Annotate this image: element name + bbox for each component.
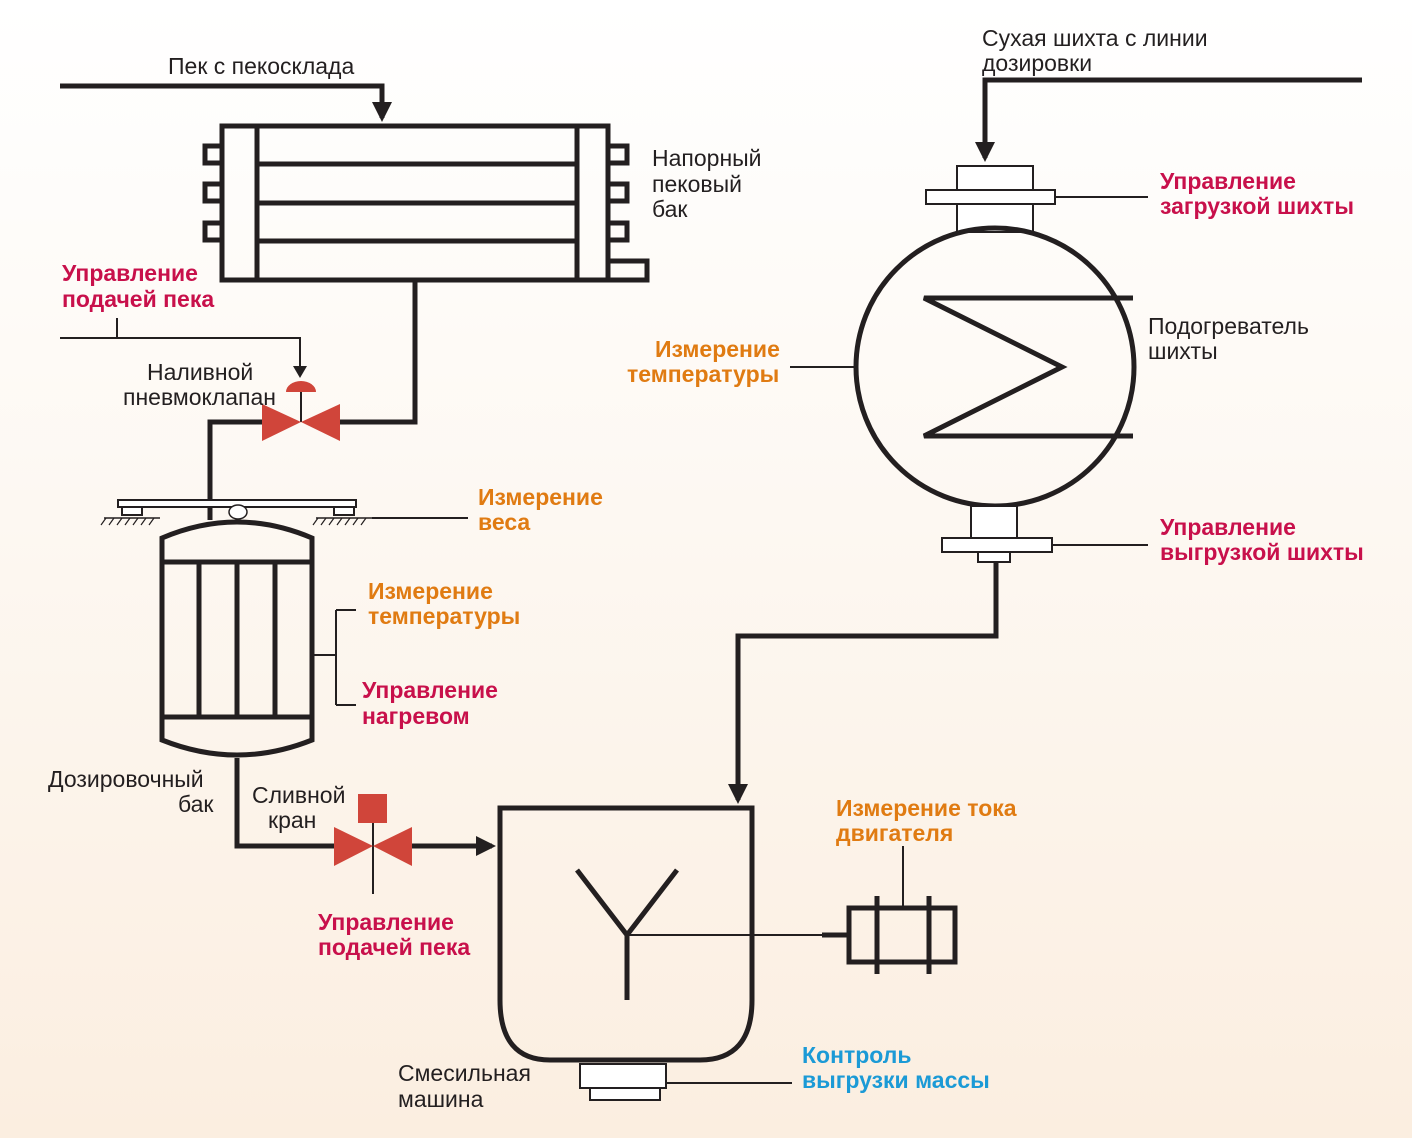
heater-temp-measure-1: Измерение [655, 336, 780, 362]
heater-label-1: Подогреватель [1148, 313, 1309, 339]
drain-valve-icon [334, 794, 412, 894]
arrow-icon [293, 366, 307, 378]
charge-heater [853, 165, 1137, 563]
pressure-pitch-tank [202, 123, 650, 283]
pressure-tank-label-2: пековый [652, 171, 742, 197]
pitch-feed-control-top-2: подачей пека [62, 286, 214, 312]
heater-to-mixer-pipe [728, 562, 999, 804]
dry-charge-label-2: дозировки [982, 50, 1092, 76]
drain-valve-label-1: Сливной [252, 782, 345, 808]
weight-measure-2: веса [478, 509, 530, 535]
charge-unload-control-1: Управление [1160, 514, 1296, 540]
mixing-machine [497, 805, 822, 1101]
heating-control-1: Управление [362, 677, 498, 703]
pressure-tank-label-1: Напорный [652, 145, 762, 171]
heater-temp-measure-2: температуры [627, 361, 779, 387]
pneumatic-valve-icon [262, 381, 340, 441]
charge-load-control-1: Управление [1160, 168, 1296, 194]
pitch-feed-control-top-1: Управление [62, 260, 198, 286]
dry-charge-label-1: Сухая шихта с линии [982, 25, 1208, 51]
dosing-tank-label-2: бак [178, 791, 214, 817]
pressure-tank-label-3: бак [652, 196, 688, 222]
tank-temp-measure-2: температуры [368, 603, 520, 629]
weight-measure-1: Измерение [478, 484, 603, 510]
drain-valve-label-2: кран [268, 807, 316, 833]
tank-to-valve-pipe [340, 280, 418, 425]
pitch-feed-control-bottom-1: Управление [318, 909, 454, 935]
motor-icon [822, 896, 958, 974]
dry-charge-line [975, 77, 1362, 162]
unload-control-1: Контроль [802, 1042, 912, 1068]
fill-valve-label-1: Наливной [147, 359, 253, 385]
tank-sensor-lines [312, 609, 356, 706]
pitch-feed-signal-line [60, 337, 301, 374]
charge-unload-control-2: выгрузкой шихты [1160, 539, 1364, 565]
load-cell-icon [100, 499, 372, 526]
unload-control-2: выгрузки массы [802, 1067, 990, 1093]
dosing-tank [159, 519, 315, 758]
valve-to-dosing-pipe [207, 419, 262, 520]
motor-current-measure-1: Измерение тока [836, 795, 1017, 821]
charge-load-control-2: загрузкой шихты [1160, 193, 1354, 219]
mixer-label-1: Смесильная [398, 1060, 531, 1086]
drain-pipe [234, 758, 334, 849]
tank-temp-measure-1: Измерение [368, 578, 493, 604]
dosing-tank-label-1: Дозировочный [48, 766, 204, 792]
pitch-supply-line [60, 83, 392, 122]
mixer-label-2: машина [398, 1086, 484, 1112]
fill-valve-label-2: пневмоклапан [123, 384, 276, 410]
pitch-feed-control-bottom-2: подачей пека [318, 934, 470, 960]
motor-current-measure-2: двигателя [836, 820, 953, 846]
heater-label-2: шихты [1148, 338, 1218, 364]
heating-control-2: нагревом [362, 703, 470, 729]
pitch-source-label: Пек с пекосклада [168, 53, 354, 79]
